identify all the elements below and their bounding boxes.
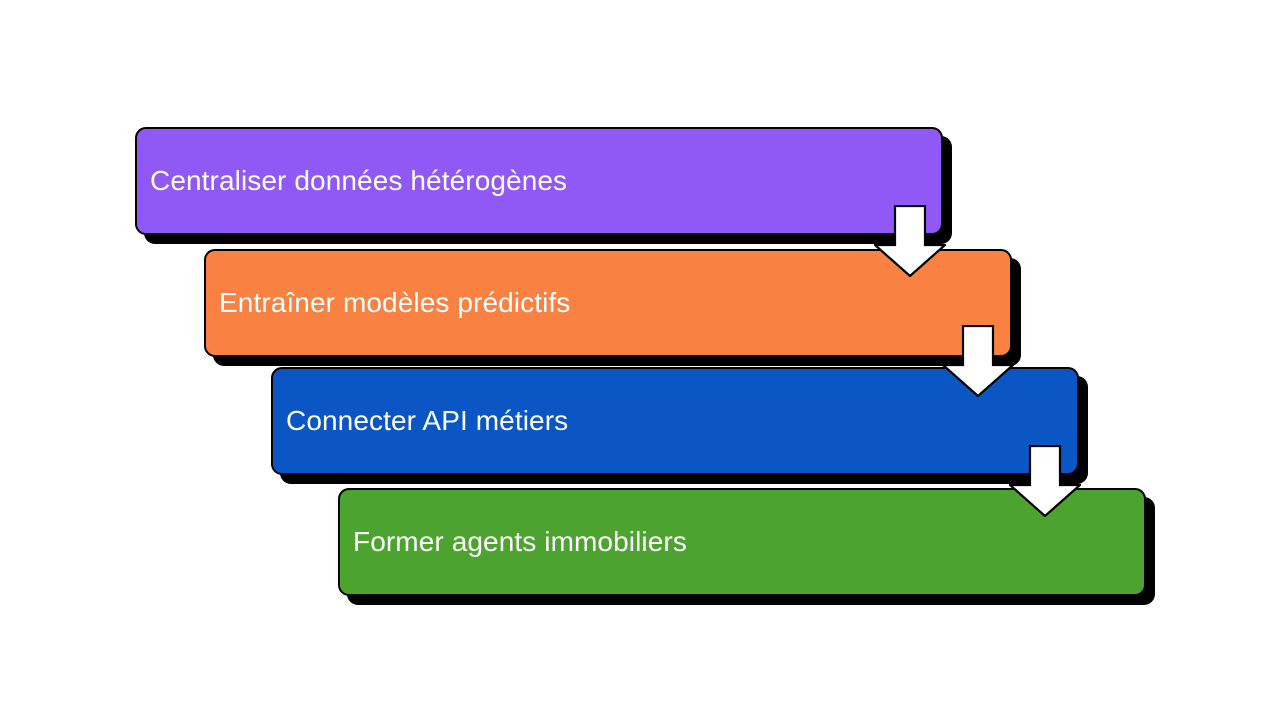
- down-arrow-icon-1: [874, 205, 946, 277]
- process-step-box-2[interactable]: Entraîner modèles prédictifs: [204, 249, 1012, 357]
- down-arrow-icon-2: [942, 325, 1014, 397]
- process-step-box-4[interactable]: Former agents immobiliers: [338, 488, 1146, 596]
- process-step-label-4: Former agents immobiliers: [353, 525, 687, 557]
- process-step-label-1: Centraliser données hétérogènes: [150, 164, 568, 196]
- process-step-box-3[interactable]: Connecter API métiers: [271, 367, 1079, 475]
- process-step-label-3: Connecter API métiers: [286, 404, 569, 436]
- process-step-label-2: Entraîner modèles prédictifs: [219, 286, 571, 318]
- process-step-box-1[interactable]: Centraliser données hétérogènes: [135, 127, 943, 235]
- down-arrow-icon-3: [1009, 445, 1081, 517]
